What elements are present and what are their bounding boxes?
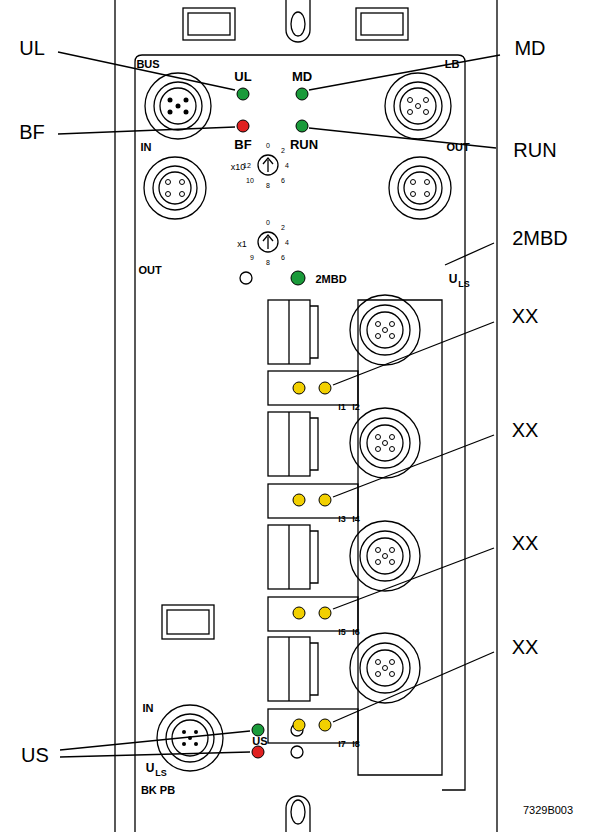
dial-number: 10 [246, 177, 254, 184]
led-name: MD [292, 70, 312, 83]
led-name: 2MBD [315, 274, 346, 285]
dial-number: 6 [281, 177, 285, 184]
port-name: OUT [138, 265, 161, 276]
input-name: I8 [352, 740, 360, 749]
callout-label: US [21, 745, 49, 765]
input-name: I5 [338, 628, 346, 637]
callout-label: RUN [513, 140, 556, 160]
input-name: I3 [338, 515, 346, 524]
dial-number: 8 [266, 259, 270, 266]
figure-number: 7329B003 [523, 805, 573, 816]
dial-factor: x1 [237, 240, 247, 249]
dial-number: 4 [285, 162, 289, 169]
led-name: UL [234, 70, 251, 83]
dial-number: 0 [266, 142, 270, 149]
led-name: RUN [290, 138, 318, 151]
port-name: LB [445, 59, 460, 70]
dial-number: 2 [281, 224, 285, 231]
callout-label: UL [19, 38, 45, 58]
dial-number: 4 [285, 239, 289, 246]
port-name: BUS [136, 59, 159, 70]
dial-number: 0 [266, 219, 270, 226]
callout-label: 2MBD [512, 228, 568, 248]
led-name: US [252, 736, 267, 747]
input-name: I6 [352, 628, 360, 637]
led-name: BF [234, 138, 251, 151]
module-type: BK PB [141, 785, 175, 796]
input-name: I4 [352, 515, 360, 524]
callout-label: BF [19, 122, 45, 142]
dial-number: 6 [281, 254, 285, 261]
callout-label: XX [512, 533, 539, 553]
callout-label: MD [514, 38, 545, 58]
supply-name: U [146, 762, 155, 774]
dial-number: 2 [281, 147, 285, 154]
dial-number: 8 [266, 182, 270, 189]
port-name: OUT [446, 142, 469, 153]
supply-subscript: LS [155, 769, 167, 778]
input-name: I1 [338, 403, 346, 412]
port-name: IN [141, 142, 152, 153]
input-name: I7 [338, 740, 346, 749]
callout-label: XX [512, 420, 539, 440]
dial-number: 12 [243, 162, 251, 169]
dial-factor: x10 [231, 163, 246, 172]
callout-label: XX [512, 306, 539, 326]
supply-name: U [449, 273, 458, 285]
port-name: IN [143, 703, 154, 714]
supply-subscript: LS [458, 280, 470, 289]
input-name: I2 [352, 403, 360, 412]
callout-label: XX [512, 637, 539, 657]
dial-number: 9 [250, 254, 254, 261]
